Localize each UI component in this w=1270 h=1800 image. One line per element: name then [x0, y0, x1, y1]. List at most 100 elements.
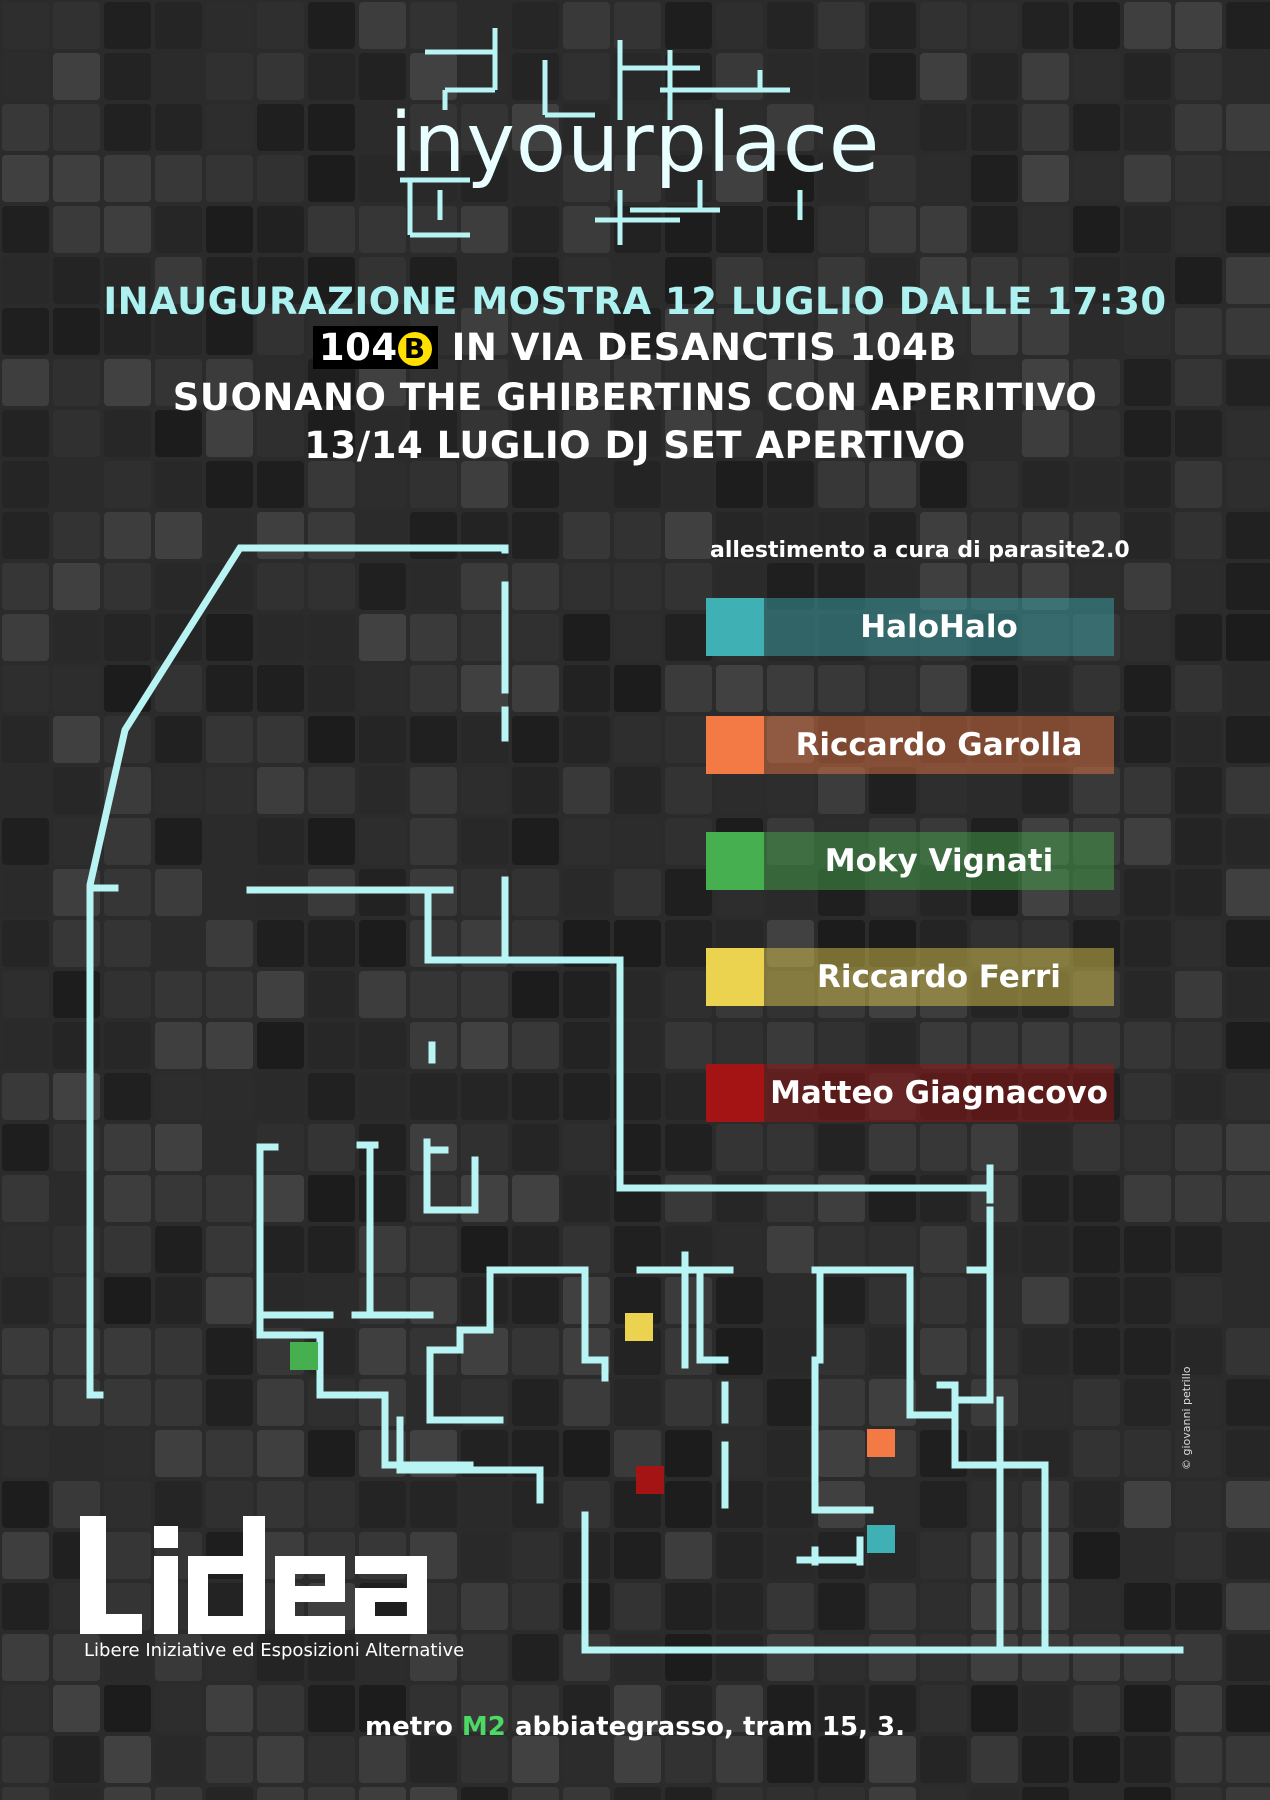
background-tile — [563, 410, 610, 457]
background-tile — [461, 1277, 508, 1324]
background-tile — [869, 410, 916, 457]
background-tile — [1226, 410, 1270, 457]
background-tile — [104, 614, 151, 661]
background-tile — [869, 257, 916, 304]
photo-credit: © giovanni petrillo — [1180, 1366, 1193, 1471]
background-tile — [1073, 461, 1120, 508]
background-tile — [461, 1583, 508, 1630]
background-tile — [818, 971, 865, 1018]
background-tile — [53, 257, 100, 304]
background-tile — [359, 1787, 406, 1800]
background-tile — [614, 1430, 661, 1477]
background-tile — [563, 1379, 610, 1426]
background-tile — [53, 818, 100, 865]
background-tile — [1175, 257, 1222, 304]
background-tile — [410, 665, 457, 712]
background-tile — [206, 1022, 253, 1069]
background-tile — [716, 1226, 763, 1273]
background-tile — [257, 53, 304, 100]
background-tile — [1124, 359, 1171, 406]
background-tile — [308, 359, 355, 406]
background-tile — [1073, 1175, 1120, 1222]
background-tile — [1124, 206, 1171, 253]
background-tile — [971, 1685, 1018, 1732]
brand-title: inyourplace — [389, 96, 881, 191]
background-tile — [155, 665, 202, 712]
background-tile — [563, 1226, 610, 1273]
background-tile — [716, 1124, 763, 1171]
background-tile — [869, 53, 916, 100]
background-tile — [716, 308, 763, 355]
background-tile — [308, 1022, 355, 1069]
background-tile — [206, 104, 253, 151]
background-tile — [716, 1583, 763, 1630]
background-tile — [2, 2, 49, 49]
background-tile — [512, 1481, 559, 1528]
lidea-logo — [80, 1516, 427, 1634]
background-tile — [359, 1481, 406, 1528]
background-tile — [359, 1736, 406, 1783]
background-tile — [1175, 1532, 1222, 1579]
background-tile — [1124, 818, 1171, 865]
background-tile — [104, 512, 151, 559]
background-tile — [971, 1379, 1018, 1426]
legend-swatch — [706, 598, 764, 656]
background-tile — [2, 767, 49, 814]
background-tile — [1124, 614, 1171, 661]
background-tile — [155, 1175, 202, 1222]
background-tile — [971, 53, 1018, 100]
background-tile — [818, 869, 865, 916]
background-tile — [206, 971, 253, 1018]
background-tile — [1022, 2, 1069, 49]
background-tile — [1073, 767, 1120, 814]
background-tile — [869, 206, 916, 253]
background-tile — [971, 410, 1018, 457]
background-tile — [920, 155, 967, 202]
background-tile — [1175, 665, 1222, 712]
background-tile — [206, 53, 253, 100]
background-tile — [563, 512, 610, 559]
background-tile — [410, 716, 457, 763]
background-tile — [1124, 104, 1171, 151]
opening-line: INAUGURAZIONE MOSTRA 12 LUGLIO DALLE 17:… — [103, 280, 1167, 323]
background-tile — [920, 206, 967, 253]
background-tile — [104, 2, 151, 49]
background-tile — [767, 1532, 814, 1579]
background-tile — [155, 563, 202, 610]
background-tile — [1124, 1634, 1171, 1681]
background-tile — [869, 308, 916, 355]
background-tile — [2, 971, 49, 1018]
background-tile — [104, 1481, 151, 1528]
background-tile — [614, 1277, 661, 1324]
background-tile — [1124, 410, 1171, 457]
background-tile — [257, 1634, 304, 1681]
background-tile — [461, 1328, 508, 1375]
background-tile — [461, 1685, 508, 1732]
background-tile — [1226, 2, 1270, 49]
background-tile — [716, 410, 763, 457]
background-tile — [1226, 1277, 1270, 1324]
logo-line-ornament — [400, 28, 803, 245]
background-tile — [1226, 461, 1270, 508]
background-tile — [1022, 53, 1069, 100]
background-tile — [206, 665, 253, 712]
background-tile — [206, 1736, 253, 1783]
background-tile — [614, 155, 661, 202]
background-tile — [53, 512, 100, 559]
venue-badge-letter: B — [397, 332, 432, 366]
background-tile — [257, 1685, 304, 1732]
background-tile — [1226, 206, 1270, 253]
background-tile — [665, 1583, 712, 1630]
background-tile — [206, 2, 253, 49]
background-tile — [1226, 308, 1270, 355]
background-tile — [971, 920, 1018, 967]
background-tile — [461, 1736, 508, 1783]
background-tile — [614, 1787, 661, 1800]
background-tile — [1073, 1583, 1120, 1630]
background-tile — [359, 155, 406, 202]
background-tile — [614, 1736, 661, 1783]
legend-label: Riccardo Ferri — [817, 959, 1061, 995]
marker-riccardo-ferri — [625, 1313, 653, 1341]
background-tile — [971, 1328, 1018, 1375]
background-tile — [614, 1226, 661, 1273]
